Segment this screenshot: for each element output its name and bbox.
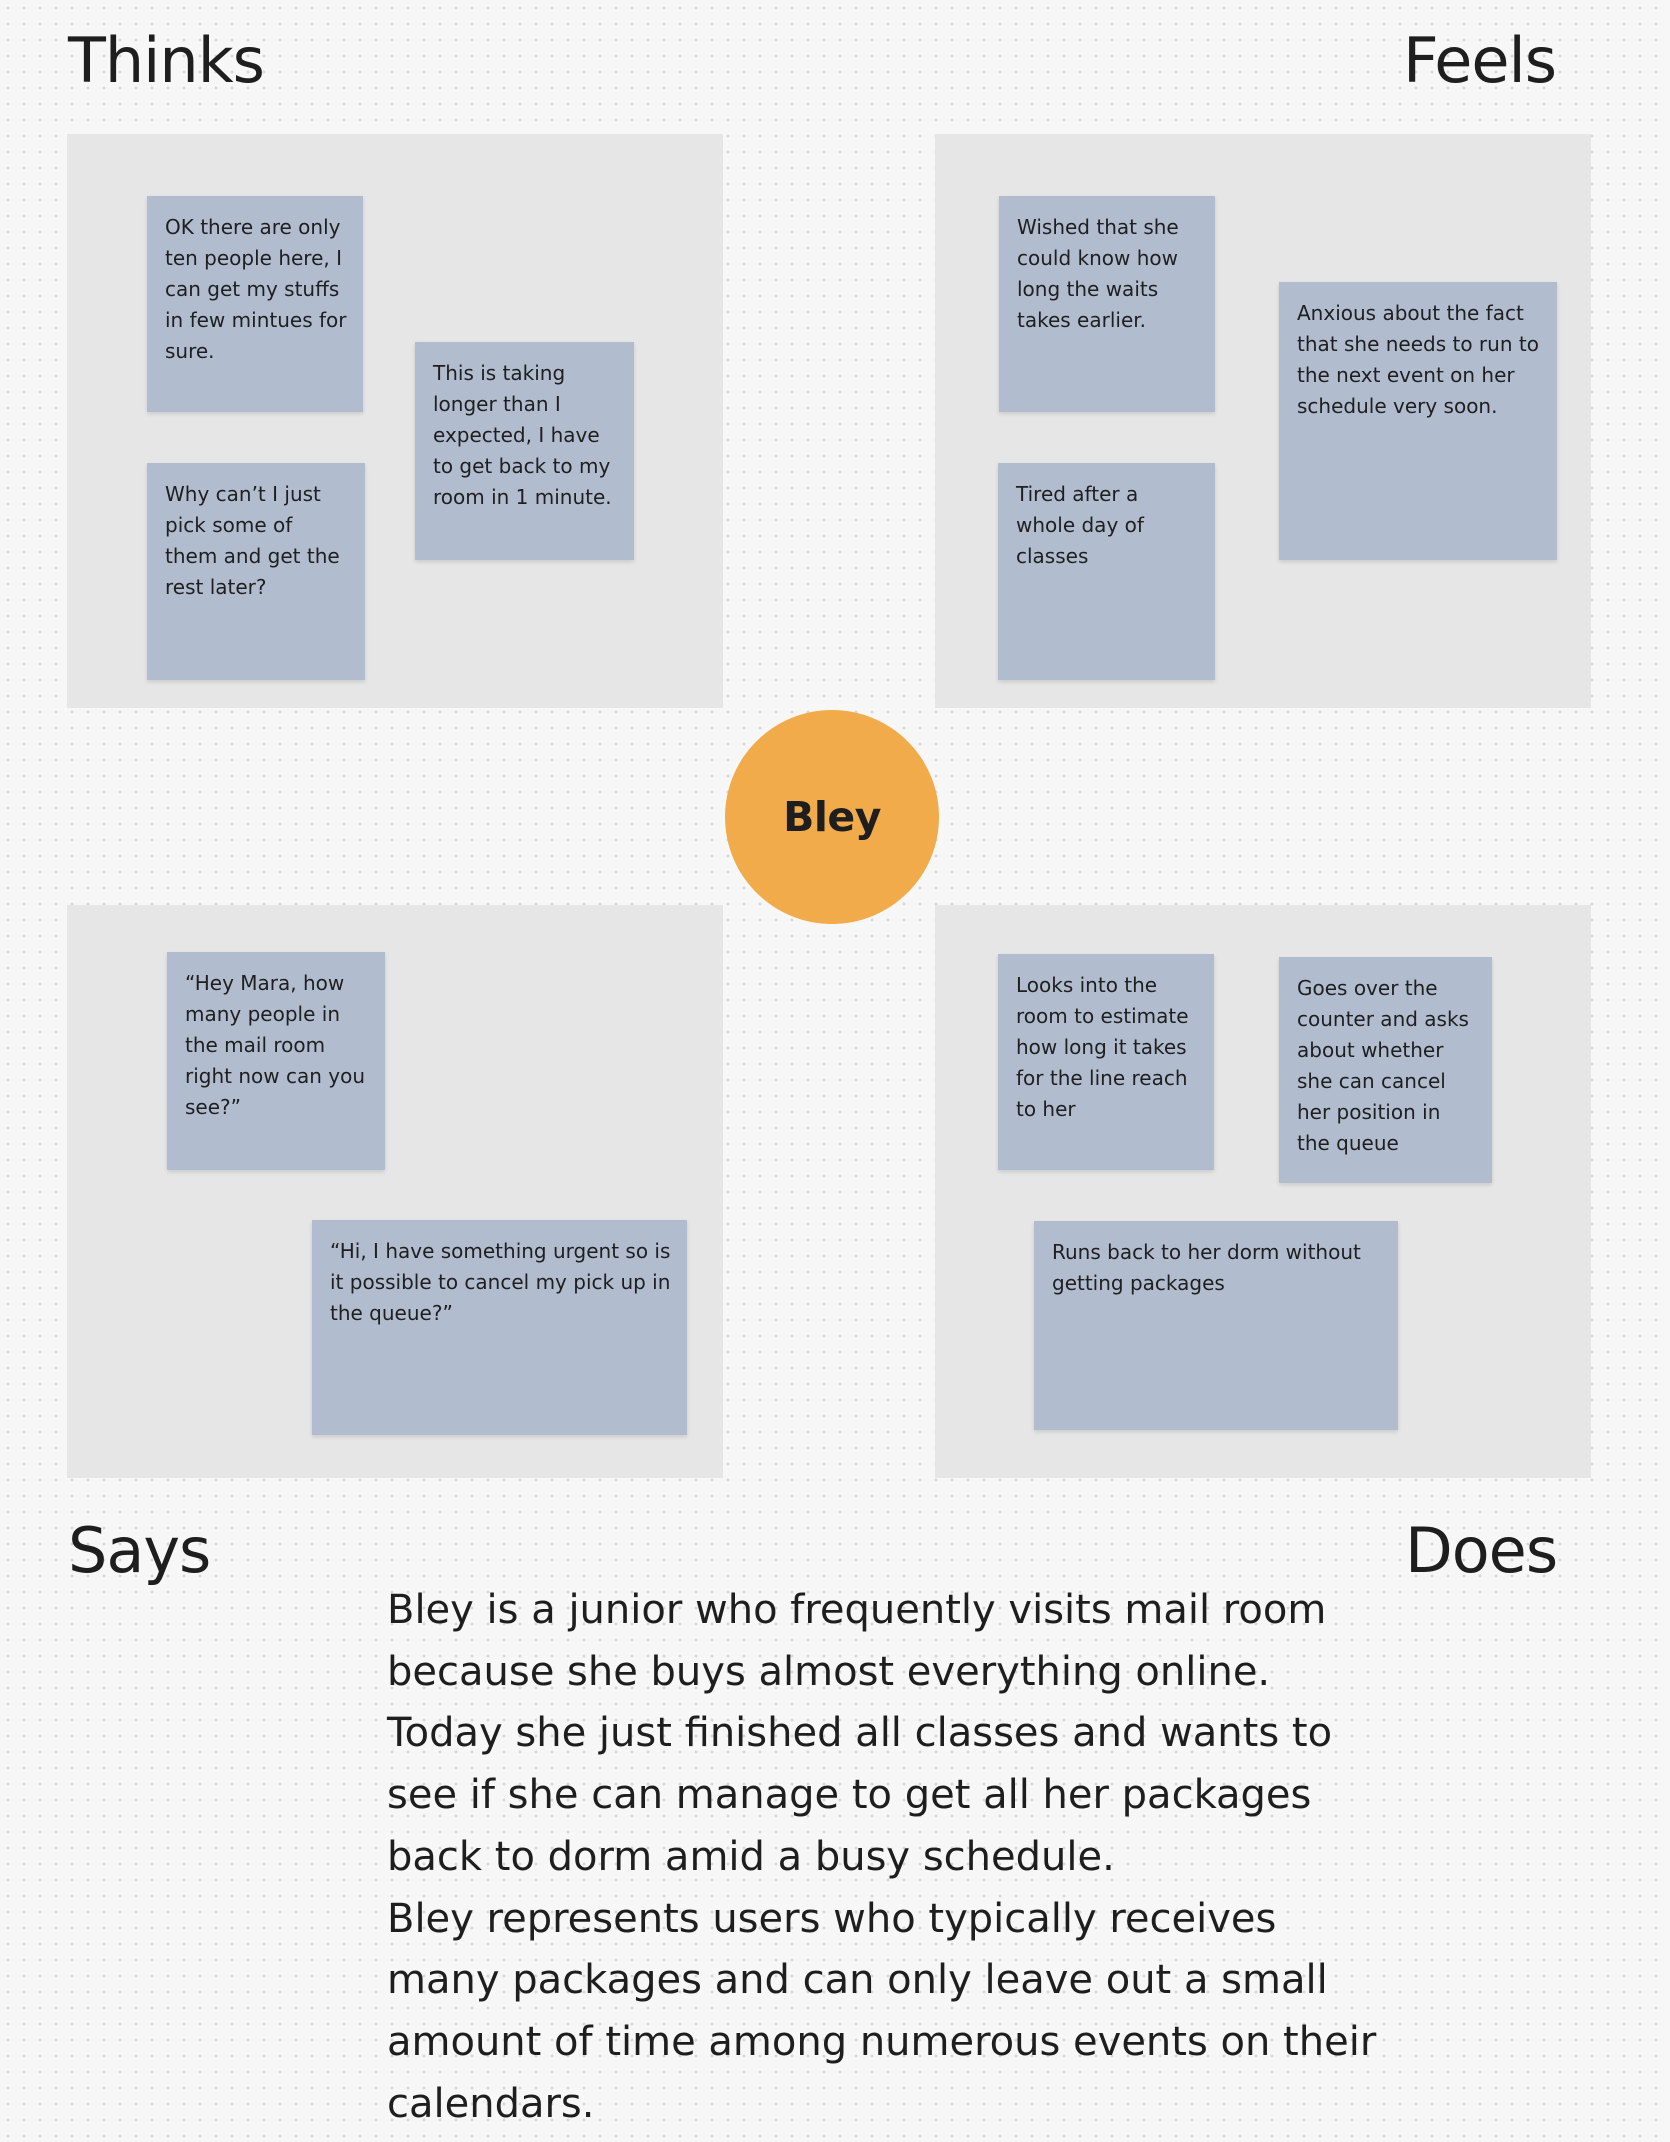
thinks-note[interactable]: This is taking longer than I expected, I… [415, 342, 634, 560]
does-heading: Does [1405, 1514, 1558, 1587]
feels-note[interactable]: Wished that she could know how long the … [999, 196, 1215, 412]
feels-note[interactable]: Tired after a whole day of classes [998, 463, 1215, 680]
description-paragraph: Bley represents users who typically rece… [387, 1895, 1377, 2127]
persona-description: Bley is a junior who frequently visits m… [387, 1580, 1387, 2135]
feels-heading: Feels [1403, 24, 1557, 97]
says-note[interactable]: “Hey Mara, how many people in the mail r… [167, 952, 385, 1170]
description-paragraph: Bley is a junior who frequently visits m… [387, 1587, 1333, 1880]
does-note[interactable]: Goes over the counter and asks about whe… [1279, 957, 1492, 1183]
feels-note[interactable]: Anxious about the fact that she needs to… [1279, 282, 1557, 560]
does-note[interactable]: Looks into the room to estimate how long… [998, 954, 1214, 1170]
persona-circle: Bley [725, 710, 939, 924]
says-heading: Says [68, 1514, 211, 1587]
thinks-note[interactable]: Why can’t I just pick some of them and g… [147, 463, 365, 680]
thinks-note[interactable]: OK there are only ten people here, I can… [147, 196, 363, 412]
persona-name: Bley [783, 793, 881, 841]
says-note[interactable]: “Hi, I have something urgent so is it po… [312, 1220, 687, 1435]
does-note[interactable]: Runs back to her dorm without getting pa… [1034, 1221, 1398, 1430]
thinks-heading: Thinks [68, 24, 265, 97]
